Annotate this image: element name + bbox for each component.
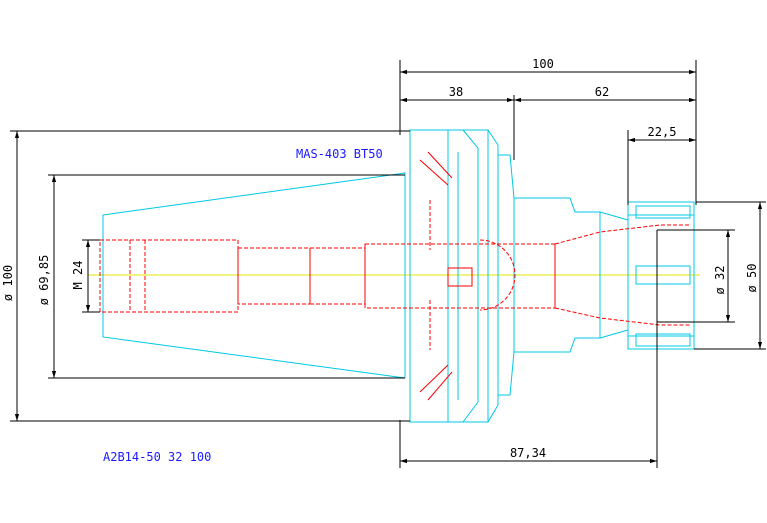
dim-bore-diameter: ø 32 [713,266,727,295]
dim-flange-length: 38 [449,85,463,99]
dim-thread: M 24 [71,261,85,290]
dim-total-length: 100 [532,57,554,71]
dim-flange-diameter: ø 100 [1,265,15,301]
dim-taper-diameter: ø 69,85 [37,255,51,306]
dim-nut-length: 22,5 [648,125,677,139]
part-number-label: A2B14-50 32 100 [103,450,211,464]
standard-label: MAS-403 BT50 [296,147,383,161]
dim-body-length: 62 [595,85,609,99]
tool-holder-outline [102,129,695,423]
dim-nut-diameter: ø 50 [745,264,759,293]
dim-gauge-length: 87,34 [510,446,546,460]
internal-bore-detail [99,151,690,401]
dimension-lines [10,60,766,468]
